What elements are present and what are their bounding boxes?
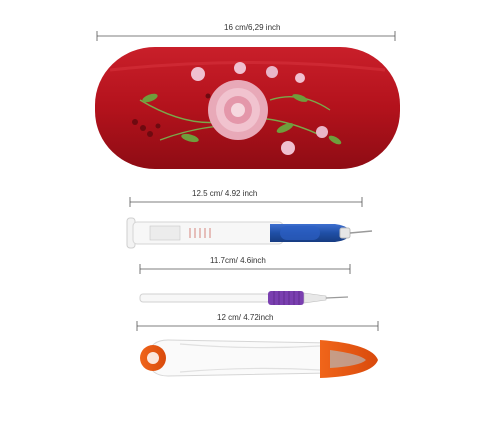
case-dimension-line: [96, 31, 396, 41]
large-pen-dimension-label: 12.5 cm/ 4.92 inch: [192, 189, 258, 198]
case-dimension-label: 16 cm/6,29 inch: [224, 23, 281, 32]
embroidered-glasses-case: [95, 47, 400, 169]
small-pen-dimension-label: 11.7cm/ 4.6inch: [210, 256, 266, 265]
scissors-dimension-label: 12 cm/ 4.72inch: [217, 313, 274, 322]
large-pen-dimension-line: [129, 197, 363, 207]
small-pen-dimension-line: [139, 264, 351, 274]
small-punch-needle-pen: [139, 291, 349, 305]
scissors-dimension-line: [136, 321, 379, 331]
large-punch-needle-pen: [126, 217, 373, 249]
thread-snips: [140, 339, 378, 378]
